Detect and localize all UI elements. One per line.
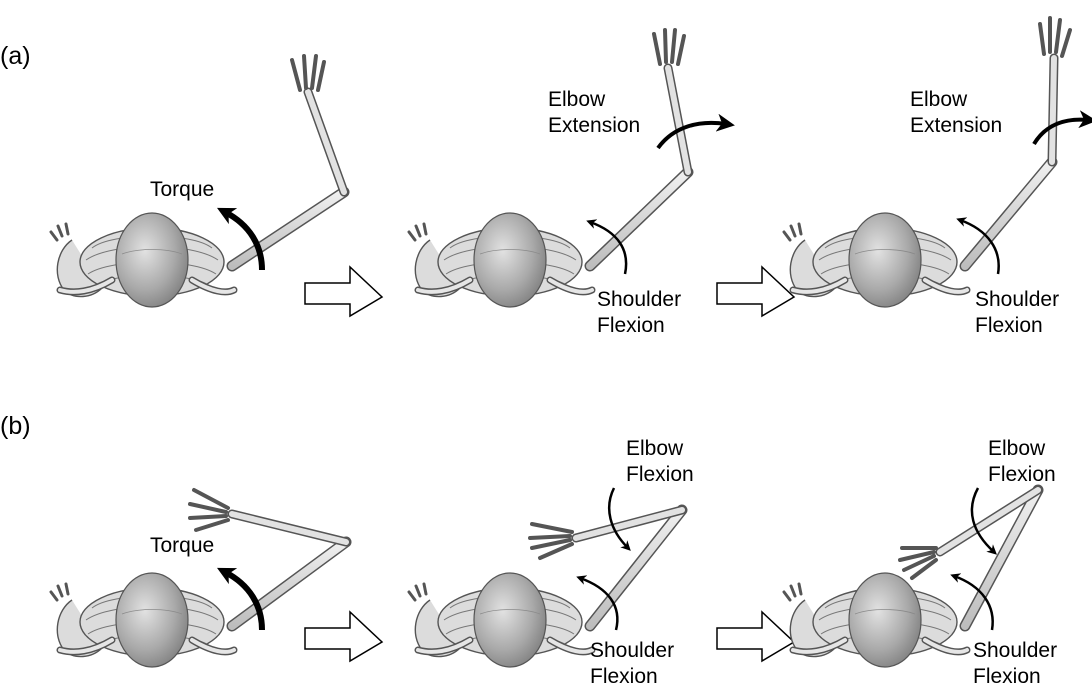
panel-b2: Elbow Flexion Shoulder Flexion	[409, 437, 694, 688]
panel-a2: Elbow Extension Shoulder Flexion	[409, 28, 735, 337]
shoulder-flexion-arrow	[576, 575, 619, 631]
flexion-label: Flexion	[590, 665, 658, 688]
shoulder-label: Shoulder	[973, 639, 1057, 662]
flexion-label: Flexion	[975, 314, 1043, 337]
torque-label: Torque	[150, 178, 214, 201]
flexion-label: Flexion	[973, 665, 1041, 688]
panel-a1: Torque	[51, 54, 350, 307]
row-b-tag: (b)	[0, 412, 31, 440]
transition-arrow-a1	[304, 265, 384, 318]
shoulder-flexion-arrow	[950, 573, 994, 631]
elbow-flexion-arrow	[970, 487, 997, 555]
arm-b1	[188, 488, 352, 632]
shoulder-flexion-arrow	[586, 219, 628, 275]
flexion-label: Flexion	[988, 463, 1056, 486]
shoulder-label: Shoulder	[975, 288, 1059, 311]
torque-arrow	[217, 567, 265, 631]
row-a-tag: (a)	[0, 42, 31, 70]
transition-arrow-b1	[304, 610, 384, 663]
panel-b1: Torque	[51, 488, 352, 667]
arm-a2	[584, 28, 694, 272]
elbow-flexion-arrow	[607, 487, 631, 551]
flexion-label: Flexion	[626, 463, 694, 486]
arm-b3	[898, 484, 1044, 632]
arm-a3	[959, 16, 1072, 272]
flexion-label: Flexion	[597, 314, 665, 337]
transition-arrow-b2	[716, 610, 796, 663]
elbow-label: Elbow	[988, 437, 1046, 460]
elbow-label: Elbow	[910, 88, 968, 111]
elbow-extension-arrow	[656, 113, 735, 150]
panel-b3: Elbow Flexion Shoulder Flexion	[784, 437, 1057, 688]
shoulder-flexion-arrow	[956, 217, 1000, 275]
torque-label: Torque	[150, 534, 214, 557]
transition-arrow-a2	[716, 265, 796, 318]
shoulder-label: Shoulder	[597, 288, 681, 311]
elbow-extension-arrow	[1032, 110, 1092, 146]
shoulder-label: Shoulder	[590, 639, 674, 662]
arm-a1	[226, 54, 350, 272]
extension-label: Extension	[548, 114, 640, 137]
panel-a3: Elbow Extension Shoulder Flexion	[784, 16, 1092, 337]
elbow-label: Elbow	[548, 88, 606, 111]
extension-label: Extension	[910, 114, 1002, 137]
torque-arrow	[217, 207, 265, 271]
elbow-label: Elbow	[626, 437, 684, 460]
arm-b2	[528, 504, 688, 632]
